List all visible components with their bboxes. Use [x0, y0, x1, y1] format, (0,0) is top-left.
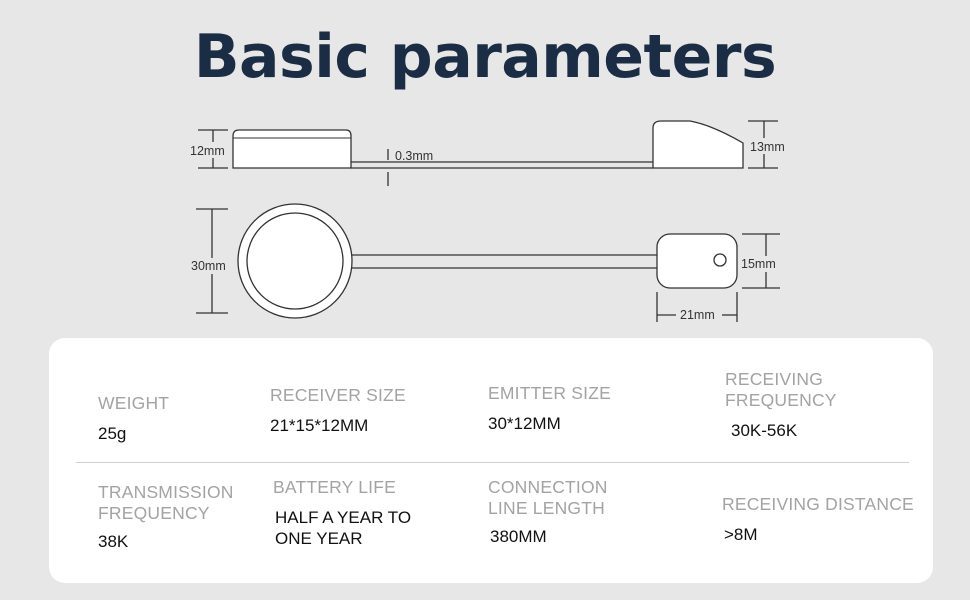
spec-transmission-frequency: TRANSMISSION FREQUENCY 38K: [98, 482, 248, 552]
spec-value: 21*15*12MM: [270, 416, 369, 435]
page-title: Basic parameters: [193, 22, 777, 92]
spec-receiver-size: RECEIVER SIZE 21*15*12MM: [270, 385, 406, 436]
receiver-height-label: 12mm: [190, 144, 225, 158]
spec-value: 38K: [98, 532, 129, 551]
emitter-width-label: 15mm: [741, 257, 776, 271]
spec-value: 380MM: [490, 527, 547, 546]
emitter-top-view: [656, 233, 738, 289]
spec-label: TRANSMISSION FREQUENCY: [98, 482, 234, 523]
spec-value: HALF A YEAR TO ONE YEAR: [275, 508, 412, 548]
emitter-side-view: [652, 120, 744, 169]
specs-card: WEIGHT 25g RECEIVER SIZE 21*15*12MM EMIT…: [49, 338, 933, 583]
spec-label: WEIGHT: [98, 393, 170, 413]
emitter-hole: [713, 253, 727, 267]
row-divider: [76, 462, 909, 463]
spec-receiving-distance: RECEIVING DISTANCE >8M: [722, 494, 914, 545]
emitter-height-label: 13mm: [750, 140, 785, 154]
spec-label: RECEIVER SIZE: [270, 385, 406, 405]
emitter-length-label: 21mm: [680, 308, 715, 322]
spec-value: >8M: [724, 525, 758, 544]
spec-value: 30*12MM: [488, 414, 561, 433]
receiver-top-view: [237, 203, 353, 319]
cable-thickness-label: 0.3mm: [395, 149, 433, 163]
spec-value: 30K-56K: [731, 421, 798, 440]
receiver-diameter-label: 30mm: [191, 259, 226, 273]
spec-label: CONNECTION LINE LENGTH: [488, 477, 608, 518]
receiver-side-view: [232, 129, 352, 169]
dimension-diagram: 12mm 0.3mm 13mm 30mm 15mm 21mm: [190, 120, 785, 322]
spec-emitter-size: EMITTER SIZE 30*12MM: [488, 383, 611, 434]
spec-label: RECEIVING DISTANCE: [722, 494, 914, 514]
spec-value: 25g: [98, 424, 127, 443]
spec-weight: WEIGHT 25g: [98, 393, 169, 444]
spec-connection-line-length: CONNECTION LINE LENGTH 380MM: [488, 477, 638, 547]
spec-battery-life: BATTERY LIFE HALF A YEAR TO ONE YEAR: [273, 477, 433, 549]
spec-label: EMITTER SIZE: [488, 383, 611, 403]
spec-receiving-frequency: RECEIVING FREQUENCY 30K-56K: [725, 369, 875, 441]
spec-label: RECEIVING FREQUENCY: [725, 369, 837, 410]
spec-label: BATTERY LIFE: [273, 477, 396, 497]
